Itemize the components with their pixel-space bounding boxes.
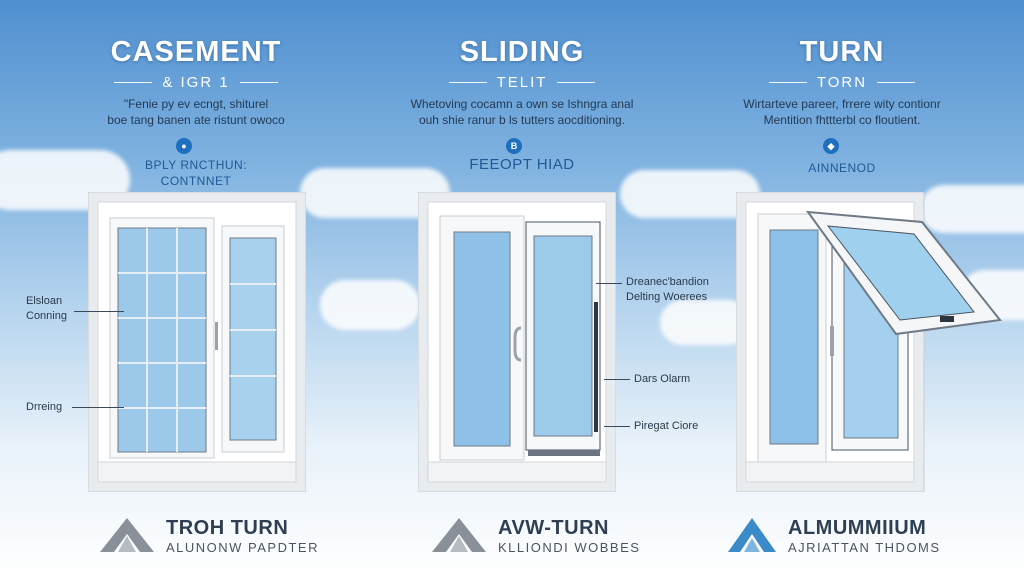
column-description: "Fenie py ev ecngt, shiturel boe tang ba… <box>46 96 346 128</box>
brand-text: AVW-TURN KLLIONDI WOBBES <box>498 517 640 556</box>
description-line: "Fenie py ev ecngt, shiturel <box>123 97 269 111</box>
brand-block: AVW-TURN KLLIONDI WOBBES <box>430 514 640 558</box>
callout-line <box>74 311 124 312</box>
column-subtitle-row: & ΙGR 1 <box>46 72 346 92</box>
column-sliding: SLIDING TELIT Whetoving cocamn a own se … <box>372 0 672 576</box>
column-title: CASEMENT <box>110 36 282 68</box>
brand-tagline: KLLIONDI WOBBES <box>498 539 641 555</box>
callout-line <box>596 283 622 284</box>
column-subtitle-row: TELIT <box>372 72 672 92</box>
column-title: TURN <box>799 36 885 68</box>
callout-line <box>604 379 630 380</box>
feature-badge-icon: ◆ <box>823 138 839 154</box>
column-subtitle: TELIT <box>496 73 548 91</box>
column-subtitle: & ΙGR 1 <box>162 73 230 91</box>
column-subtitle-row: TORN <box>692 72 992 92</box>
divider <box>768 81 807 83</box>
brand-block: ALMUMMIIUM AJRIATTAN THDOMS <box>726 514 941 558</box>
column-description: Wirtarteve pareer, frrere wity contionr … <box>692 96 992 128</box>
column-subtitle: TORN <box>816 73 868 91</box>
cloud <box>660 300 750 345</box>
feature-line: CONTNNET <box>160 174 232 188</box>
cloud <box>920 185 1024 233</box>
feature-line: FEEOPT HIAD <box>469 156 575 173</box>
column-description: Whetoving cocamn a own se Ishngra anal o… <box>372 96 672 128</box>
brand-text: ALMUMMIIUM AJRIATTAN THDOMS <box>788 517 941 556</box>
brand-tagline: ALUNONW PAPDTER <box>166 539 319 555</box>
brand-name: ALMUMMIIUM <box>788 516 927 539</box>
feature-line: AINNENOD <box>808 161 876 175</box>
brand-text: TROH TURN ALUNONW PAPDTER <box>166 517 319 556</box>
divider <box>239 81 278 83</box>
divider <box>114 81 153 83</box>
column-title: SLIDING <box>459 36 585 68</box>
roof-logo-icon <box>432 518 486 552</box>
brand-name: AVW-TURN <box>498 516 609 539</box>
description-line: Wirtarteve pareer, frrere wity contionr <box>743 97 941 111</box>
description-line: Whetoving cocamn a own se Ishngra anal <box>410 97 634 111</box>
feature-badge-icon: ● <box>176 138 192 154</box>
cloud <box>320 280 420 330</box>
divider <box>448 81 487 83</box>
brand-block: TROH TURN ALUNONW PAPDTER <box>98 514 319 558</box>
divider <box>557 81 596 83</box>
feature-label: AINNENOD <box>692 160 992 176</box>
brand-tagline: AJRIATTAN THDOMS <box>788 539 941 555</box>
divider <box>877 81 916 83</box>
feature-line: BPLY RNCTHUN: <box>144 158 248 172</box>
callout-label: Dars Olarm <box>634 373 691 385</box>
callout-label: Drreing <box>26 401 63 413</box>
feature-label: BPLY RNCTHUN: CONTNNET <box>46 157 346 189</box>
roof-logo-icon <box>100 518 154 552</box>
callout-label: Piregat Ciore <box>634 420 699 432</box>
brand-name: TROH TURN <box>166 516 289 539</box>
callout-line <box>604 426 630 427</box>
description-line: boe tang banen ate ristunt owoco <box>107 113 285 127</box>
column-casement: CASEMENT & ΙGR 1 "Fenie py ev ecngt, shi… <box>46 0 346 576</box>
sliding-window-illustration <box>418 192 616 492</box>
casement-window-illustration <box>88 192 306 492</box>
column-turn: TURN TORN Wirtarteve pareer, frrere wity… <box>692 0 992 576</box>
callout-label: Dreanec'bandion Delting Woerees <box>626 276 709 303</box>
turn-window-illustration <box>736 192 1002 492</box>
feature-badge-icon: B <box>506 138 522 154</box>
feature-label: FEEOPT HIAD <box>372 157 672 173</box>
description-line: ouh shie ranur b ls tutters aocditioning… <box>418 113 626 127</box>
description-line: Mentition fhttterbl co floutient. <box>763 113 921 127</box>
callout-line <box>72 407 124 408</box>
callout-label: Elsloan Conning <box>26 295 67 322</box>
roof-logo-icon <box>728 518 776 552</box>
